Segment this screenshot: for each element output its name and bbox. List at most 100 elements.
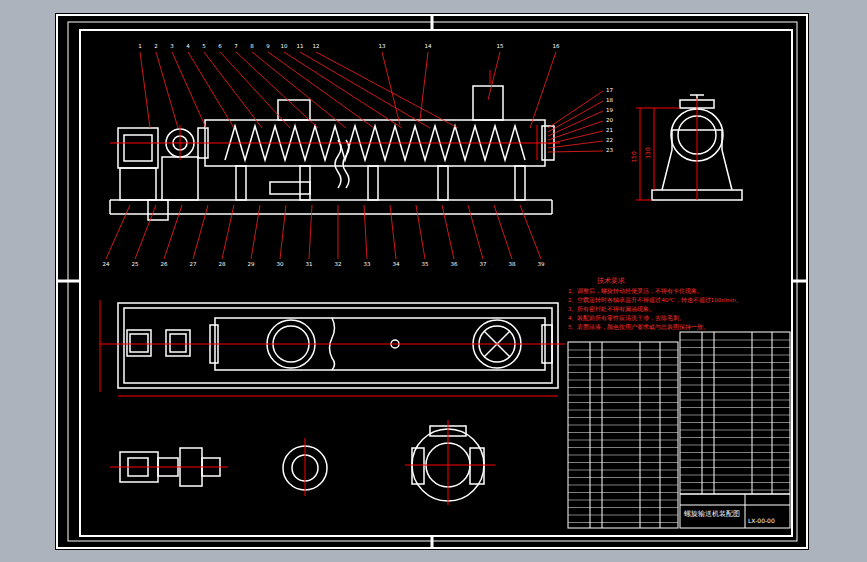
leader-line (268, 52, 374, 128)
callout-number: 25 (132, 262, 139, 268)
callout-number: 1 (138, 44, 142, 50)
callout-number: 37 (480, 262, 487, 268)
callout-number: 22 (606, 138, 613, 144)
leader-line (548, 151, 603, 152)
table-row (680, 370, 790, 371)
callout-number: 16 (553, 44, 560, 50)
table-row (568, 365, 678, 366)
callout-number: 11 (297, 44, 304, 50)
table-row (680, 467, 790, 468)
leader-line (222, 205, 234, 259)
technical-note: 2、空载运转时各轴承温升不得超过40℃，转速不超过100r/min。 (568, 298, 742, 304)
leader-line (236, 52, 318, 128)
callout-number: 39 (538, 262, 545, 268)
table-row (680, 415, 790, 416)
leader-line (220, 52, 290, 128)
table-row (680, 475, 790, 476)
table-row (680, 445, 790, 446)
leader-line (338, 205, 339, 259)
leader-line (420, 52, 428, 120)
table-row (568, 447, 678, 448)
leader-line (172, 52, 206, 128)
table-row (568, 350, 678, 351)
table-row (568, 387, 678, 388)
table-row (568, 402, 678, 403)
callout-number: 13 (379, 44, 386, 50)
leader-line (252, 52, 346, 128)
leader-line (548, 101, 603, 132)
leader-line (280, 205, 286, 259)
leader-line (156, 52, 178, 128)
callout-number: 26 (161, 262, 168, 268)
leader-line (416, 205, 425, 259)
table-row (680, 490, 790, 491)
callout-number: 4 (186, 44, 190, 50)
table-row (568, 470, 678, 471)
technical-note: 技术要求 (597, 278, 625, 285)
callout-number: 14 (425, 44, 432, 50)
table-row (680, 460, 790, 461)
callout-number: 10 (281, 44, 288, 50)
callout-number: 36 (451, 262, 458, 268)
leader-line (204, 52, 262, 128)
callout-number: 9 (266, 44, 270, 50)
leader-line (309, 205, 312, 259)
table-row (568, 372, 678, 373)
leader-line (106, 205, 130, 259)
table-row (568, 462, 678, 463)
callout-number: 30 (277, 262, 284, 268)
callout-number: 3 (170, 44, 174, 50)
table-row (680, 422, 790, 423)
callout-number: 12 (313, 44, 320, 50)
table-row (568, 492, 678, 493)
callout-number: 29 (248, 262, 255, 268)
technical-note: 1、调整后，螺旋转动轻便灵活，不得有卡住现象。 (568, 289, 704, 295)
callout-number: 35 (422, 262, 429, 268)
table-row (680, 400, 790, 401)
leader-line (494, 205, 512, 259)
leader-line (140, 52, 150, 128)
table-row (680, 392, 790, 393)
leader-line (364, 205, 367, 259)
callout-number: 7 (234, 44, 238, 50)
table-row (568, 455, 678, 456)
leader-line (442, 205, 454, 259)
callout-number: 19 (606, 108, 613, 114)
table-row (568, 500, 678, 501)
callout-number: 5 (202, 44, 206, 50)
title-block-text: LX-00-00 (748, 518, 775, 524)
leader-line (300, 52, 430, 128)
table-row (568, 380, 678, 381)
callout-number: 34 (393, 262, 400, 268)
callout-number: 20 (606, 118, 613, 124)
leader-line (188, 52, 234, 128)
callout-number: 33 (364, 262, 371, 268)
callout-number: 23 (606, 148, 613, 154)
table-row (568, 477, 678, 478)
leader-line (390, 205, 396, 259)
callout-number: 8 (250, 44, 254, 50)
table-row (680, 362, 790, 363)
table-row (568, 440, 678, 441)
callout-number: 24 (103, 262, 110, 268)
leader-line (164, 205, 182, 259)
table-row (568, 410, 678, 411)
table-row (568, 515, 678, 516)
title-block-text: 螺旋输送机装配图 (684, 511, 740, 518)
leader-line (530, 52, 556, 128)
technical-note: 5、表面涂漆，颜色按用户要求或与总装图保持一致。 (568, 325, 710, 331)
table-row (680, 407, 790, 408)
leader-line (284, 52, 402, 128)
callout-number: 28 (219, 262, 226, 268)
table-row (568, 425, 678, 426)
callout-number: 38 (509, 262, 516, 268)
callout-number: 18 (606, 98, 613, 104)
callout-number: 31 (306, 262, 313, 268)
table-row (680, 340, 790, 341)
dimension: 150 (631, 151, 637, 162)
table-row (568, 395, 678, 396)
callout-number: 15 (497, 44, 504, 50)
table-row (680, 377, 790, 378)
